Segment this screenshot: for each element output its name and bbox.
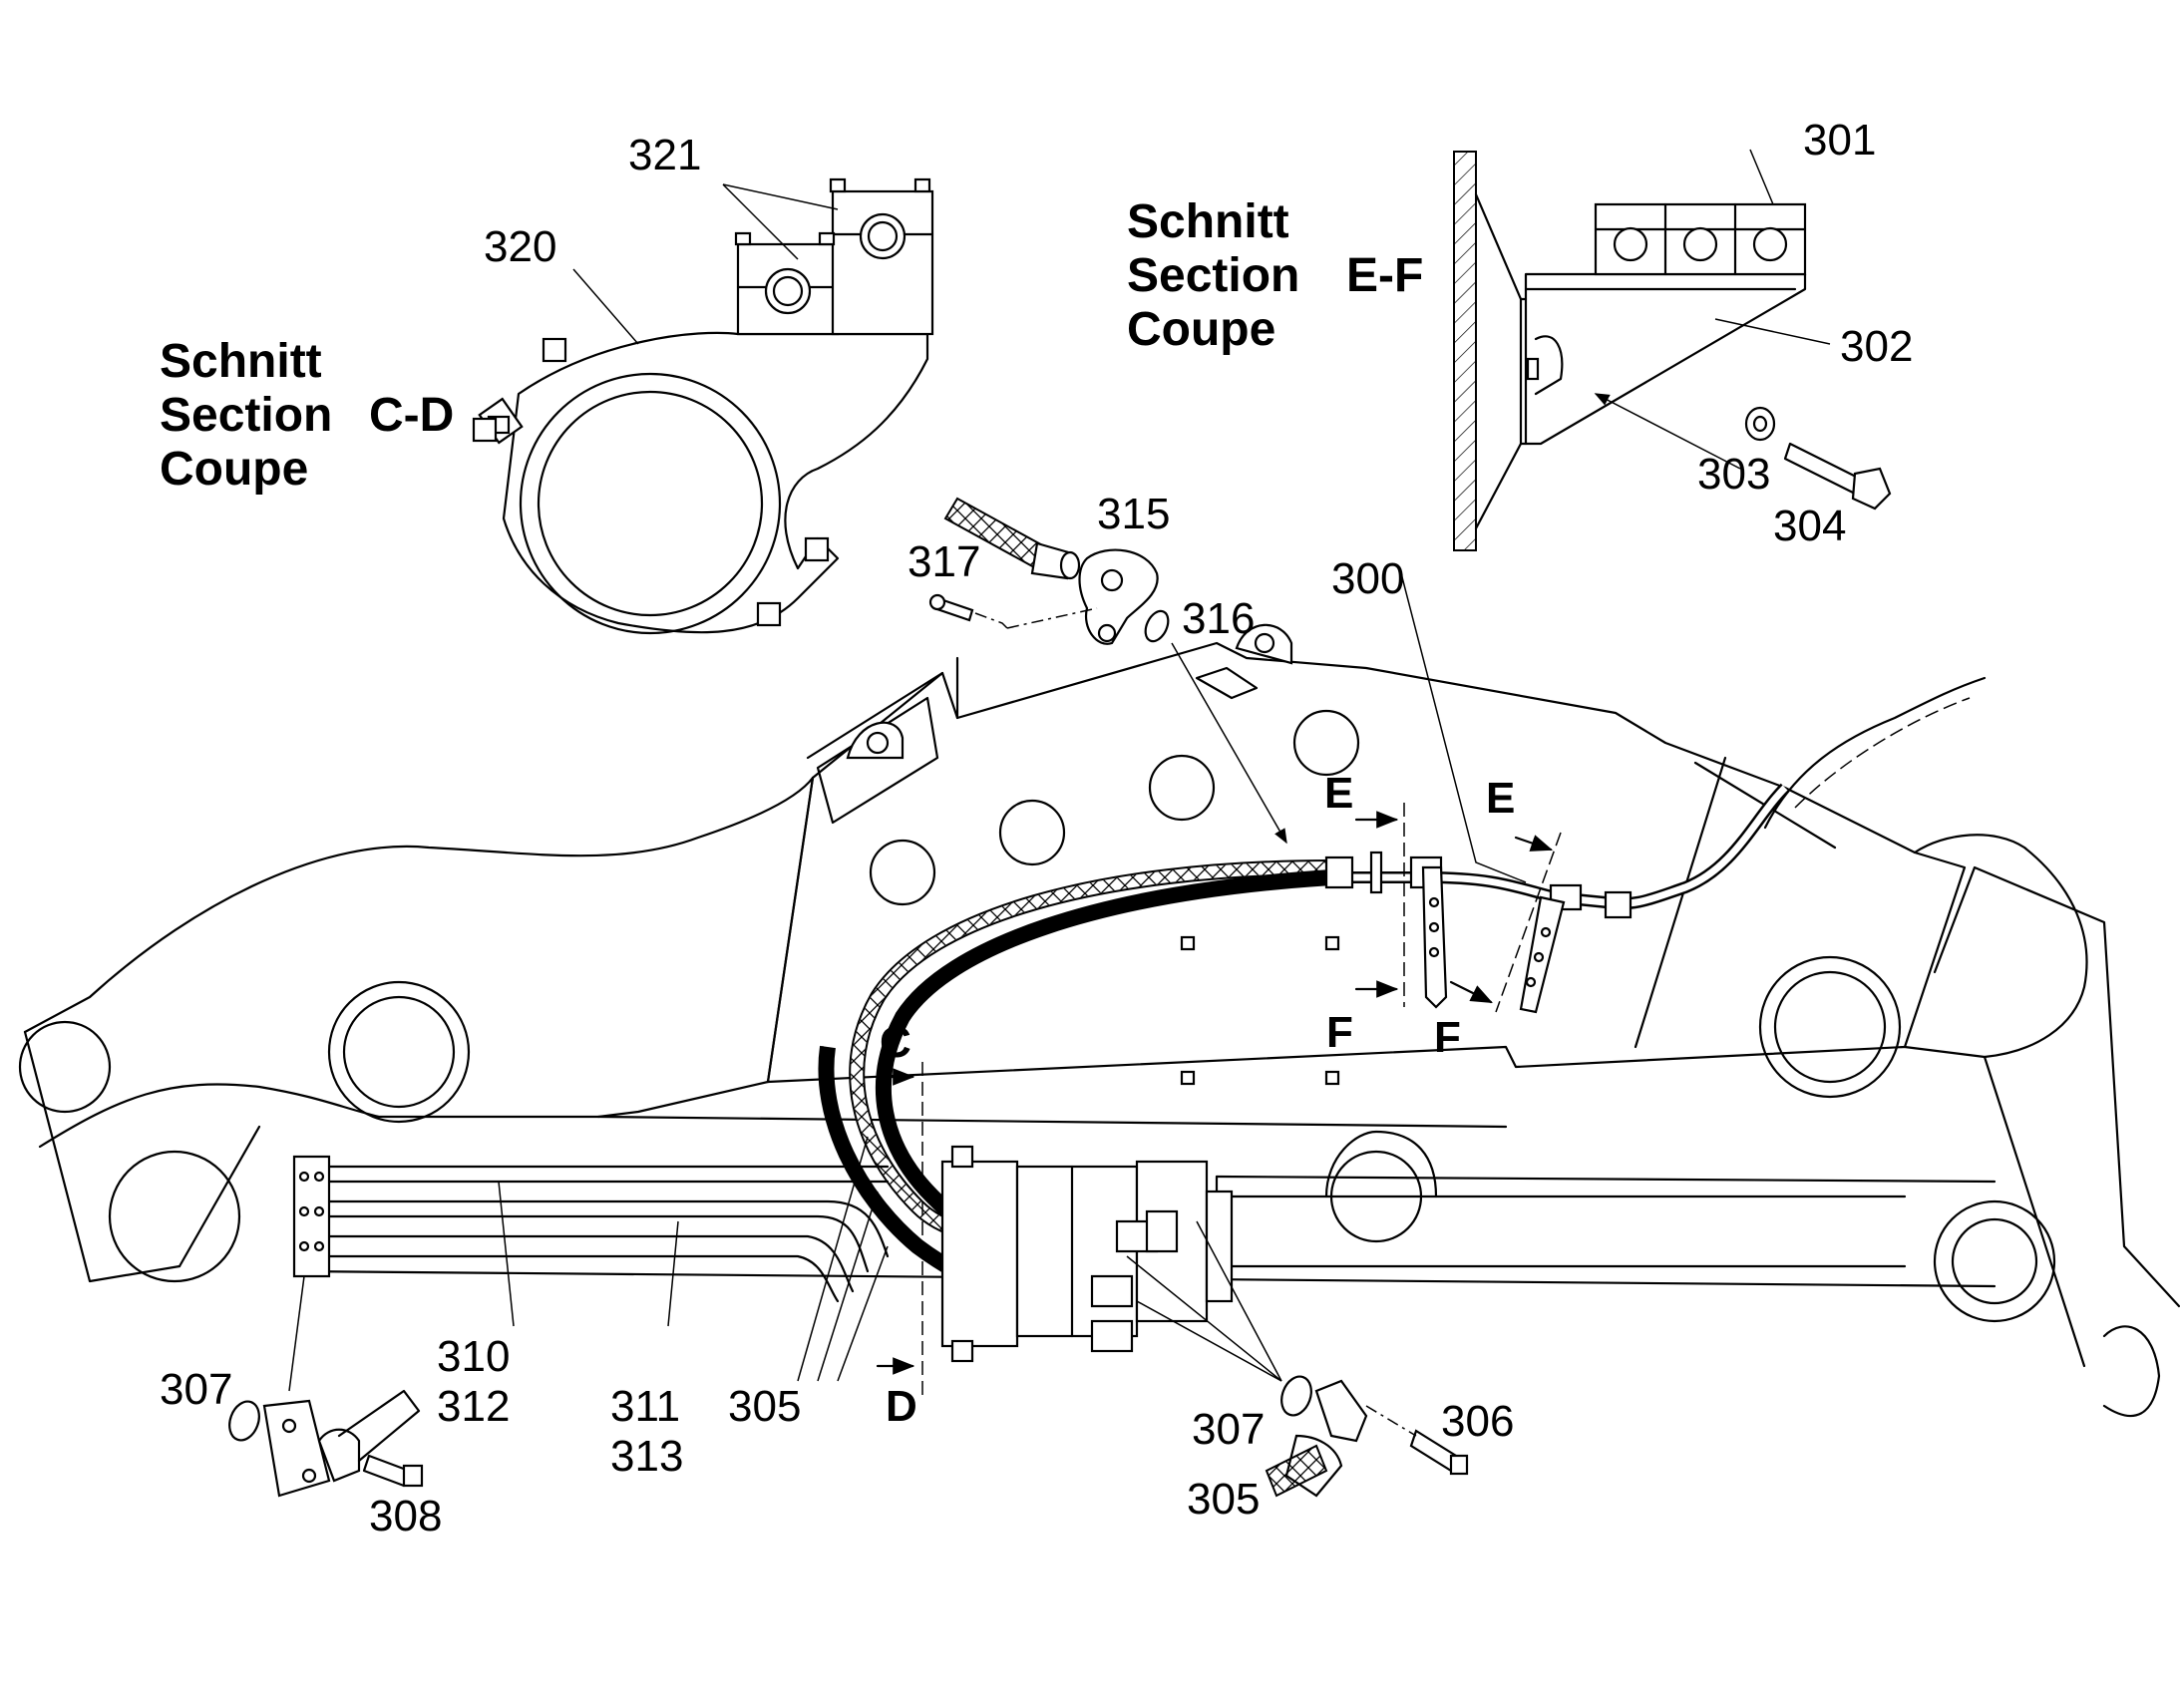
part-label-315: 315 [1097, 490, 1170, 538]
part-label-312: 312 [437, 1382, 510, 1431]
part-label-307-right: 307 [1192, 1405, 1265, 1454]
cut-marker-f-left: F [1326, 1008, 1353, 1057]
part-label-316: 316 [1182, 594, 1255, 643]
cut-marker-d: D [886, 1382, 917, 1431]
flange-fitting-detail [928, 497, 1170, 645]
part-label-311: 311 [610, 1382, 680, 1431]
part-label-321: 321 [628, 131, 701, 179]
pipe-bundle [292, 1145, 1234, 1363]
section-cd-title-coupe: Coupe [160, 443, 308, 496]
part-label-300: 300 [1331, 554, 1404, 603]
part-label-305-right: 305 [1187, 1475, 1260, 1524]
cut-marker-e-left: E [1324, 769, 1353, 818]
elbow-fitting-detail-right [1265, 1375, 1469, 1498]
cut-lines [876, 803, 1562, 1396]
part-label-301: 301 [1803, 116, 1876, 165]
section-cd-clamp-detail [472, 177, 934, 635]
section-cd-title-schnitt: Schnitt [160, 335, 322, 388]
section-ef-title-coupe: Coupe [1127, 303, 1275, 356]
section-cd-title-section: Section [160, 389, 332, 442]
part-label-317: 317 [908, 537, 980, 586]
part-label-304: 304 [1773, 502, 1846, 550]
part-label-302: 302 [1840, 322, 1913, 371]
part-label-305-left: 305 [728, 1382, 801, 1431]
section-ef-bracket-detail [1453, 149, 1892, 551]
cut-marker-f-right: F [1434, 1013, 1461, 1062]
part-label-307-left: 307 [160, 1365, 232, 1414]
section-cd-code: C-D [369, 389, 454, 442]
cut-marker-c: C [880, 1018, 911, 1067]
section-ef-code: E-F [1346, 249, 1423, 302]
part-label-303: 303 [1697, 450, 1770, 499]
part-label-308: 308 [369, 1492, 442, 1540]
cut-marker-e-right: E [1486, 774, 1515, 823]
section-ef-title-section: Section [1127, 249, 1299, 302]
section-ef-title-schnitt: Schnitt [1127, 195, 1289, 248]
part-label-306: 306 [1441, 1397, 1514, 1446]
part-label-313: 313 [610, 1432, 683, 1481]
flange-adapter-detail-left [228, 1275, 424, 1498]
part-label-320: 320 [484, 222, 556, 271]
boom-main-structure [18, 623, 2180, 1417]
part-label-310: 310 [437, 1332, 510, 1381]
part-leader-lines [498, 572, 1527, 1382]
